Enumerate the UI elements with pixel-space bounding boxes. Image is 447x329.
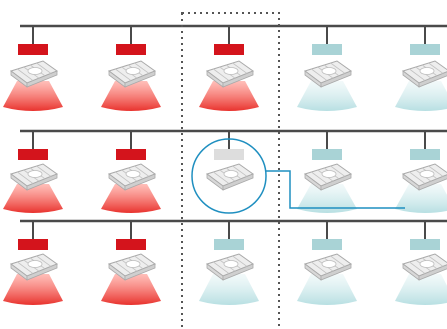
status-indicator bbox=[214, 44, 244, 55]
light-beam bbox=[3, 81, 63, 111]
highbay-light-icon bbox=[401, 253, 447, 281]
status-indicator bbox=[116, 44, 146, 55]
status-indicator bbox=[312, 149, 342, 160]
light-beam bbox=[3, 274, 63, 305]
light-beam bbox=[199, 274, 259, 305]
highbay-light-icon bbox=[401, 163, 447, 191]
status-indicator bbox=[18, 44, 48, 55]
highbay-light-icon bbox=[401, 60, 447, 88]
light-fixture[interactable] bbox=[303, 131, 353, 191]
light-fixture[interactable] bbox=[107, 26, 157, 88]
light-fixture[interactable] bbox=[107, 221, 157, 281]
highbay-light-icon bbox=[107, 163, 157, 191]
light-beam bbox=[395, 81, 447, 111]
light-beam bbox=[101, 184, 161, 213]
light-fixture[interactable] bbox=[205, 221, 255, 281]
light-fixture[interactable] bbox=[303, 221, 353, 281]
light-fixture[interactable] bbox=[9, 26, 59, 88]
connector-line bbox=[266, 170, 405, 209]
light-fixture[interactable] bbox=[205, 131, 255, 191]
status-indicator bbox=[410, 149, 440, 160]
status-indicator bbox=[116, 149, 146, 160]
light-fixture[interactable] bbox=[401, 221, 447, 281]
light-beam bbox=[297, 81, 357, 111]
highlight-ring bbox=[191, 138, 267, 214]
light-fixture[interactable] bbox=[401, 131, 447, 191]
highbay-light-icon bbox=[205, 253, 255, 281]
status-indicator bbox=[116, 239, 146, 250]
status-indicator bbox=[312, 44, 342, 55]
light-beam bbox=[297, 274, 357, 305]
status-indicator bbox=[18, 239, 48, 250]
light-fixture[interactable] bbox=[401, 26, 447, 88]
status-indicator bbox=[410, 239, 440, 250]
light-beam bbox=[199, 81, 259, 111]
light-beam bbox=[3, 184, 63, 213]
highbay-light-icon bbox=[303, 163, 353, 191]
highbay-light-icon bbox=[303, 60, 353, 88]
zone-boundary bbox=[181, 12, 280, 329]
highbay-light-icon bbox=[9, 163, 59, 191]
light-beam bbox=[395, 274, 447, 305]
light-fixture[interactable] bbox=[205, 26, 255, 88]
light-fixture[interactable] bbox=[107, 131, 157, 191]
highbay-light-icon bbox=[205, 163, 255, 191]
status-indicator bbox=[410, 44, 440, 55]
highbay-light-icon bbox=[107, 253, 157, 281]
status-indicator bbox=[18, 149, 48, 160]
status-indicator bbox=[312, 239, 342, 250]
light-beam bbox=[101, 274, 161, 305]
light-fixture[interactable] bbox=[9, 221, 59, 281]
status-indicator bbox=[214, 239, 244, 250]
highbay-light-icon bbox=[303, 253, 353, 281]
highbay-light-icon bbox=[107, 60, 157, 88]
light-beam bbox=[395, 184, 447, 213]
light-beam bbox=[297, 184, 357, 213]
status-indicator bbox=[214, 149, 244, 160]
highbay-light-icon bbox=[9, 253, 59, 281]
light-beam bbox=[101, 81, 161, 111]
light-fixture[interactable] bbox=[9, 131, 59, 191]
highbay-light-icon bbox=[9, 60, 59, 88]
highbay-light-icon bbox=[205, 60, 255, 88]
light-fixture[interactable] bbox=[303, 26, 353, 88]
